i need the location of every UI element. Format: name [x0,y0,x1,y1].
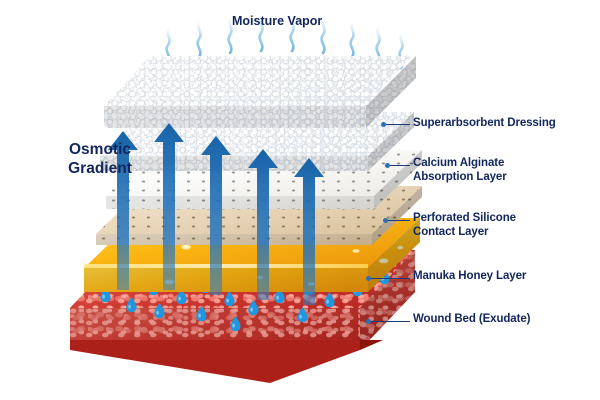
leader-line [371,278,410,280]
droplet [297,307,308,322]
droplet [196,306,207,321]
leader-line [388,220,410,222]
osmotic-gradient-label: Osmotic Gradient [68,141,132,177]
leader-dot [385,163,390,168]
droplet [324,292,335,307]
leader-dot [381,122,386,127]
droplet [230,316,241,331]
foam-front-face [104,106,366,128]
droplet [176,289,187,304]
honey-gloss-edge [84,264,368,268]
leader-dot [383,218,388,223]
moisture-vapor-label: Moisture Vapor [232,14,323,28]
silicone-front-face [96,234,372,245]
droplet [248,300,259,315]
label-perforated-silicone: Perforated Silicone Contact Layer [413,212,516,238]
leader-line [386,124,410,126]
label-superabsorbent-dressing: Superarbsorbent Dressing [413,117,556,129]
honey-front-face [84,268,368,292]
droplet [100,287,111,302]
wound-bed-bottom-corner [70,340,384,383]
label-wound-bed: Wound Bed (Exudate) [413,313,531,325]
leader-dot [366,276,371,281]
label-calcium-alginate: Calcium Alginate Absorption Layer [413,157,507,183]
leader-line [390,165,410,167]
droplet [154,303,165,318]
droplet [126,297,137,312]
foam-top-face [104,56,412,106]
droplet [224,291,235,306]
label-manuka-honey: Manuka Honey Layer [413,270,527,282]
leader-line [371,321,410,323]
leader-dot [366,319,371,324]
droplet [274,288,285,303]
